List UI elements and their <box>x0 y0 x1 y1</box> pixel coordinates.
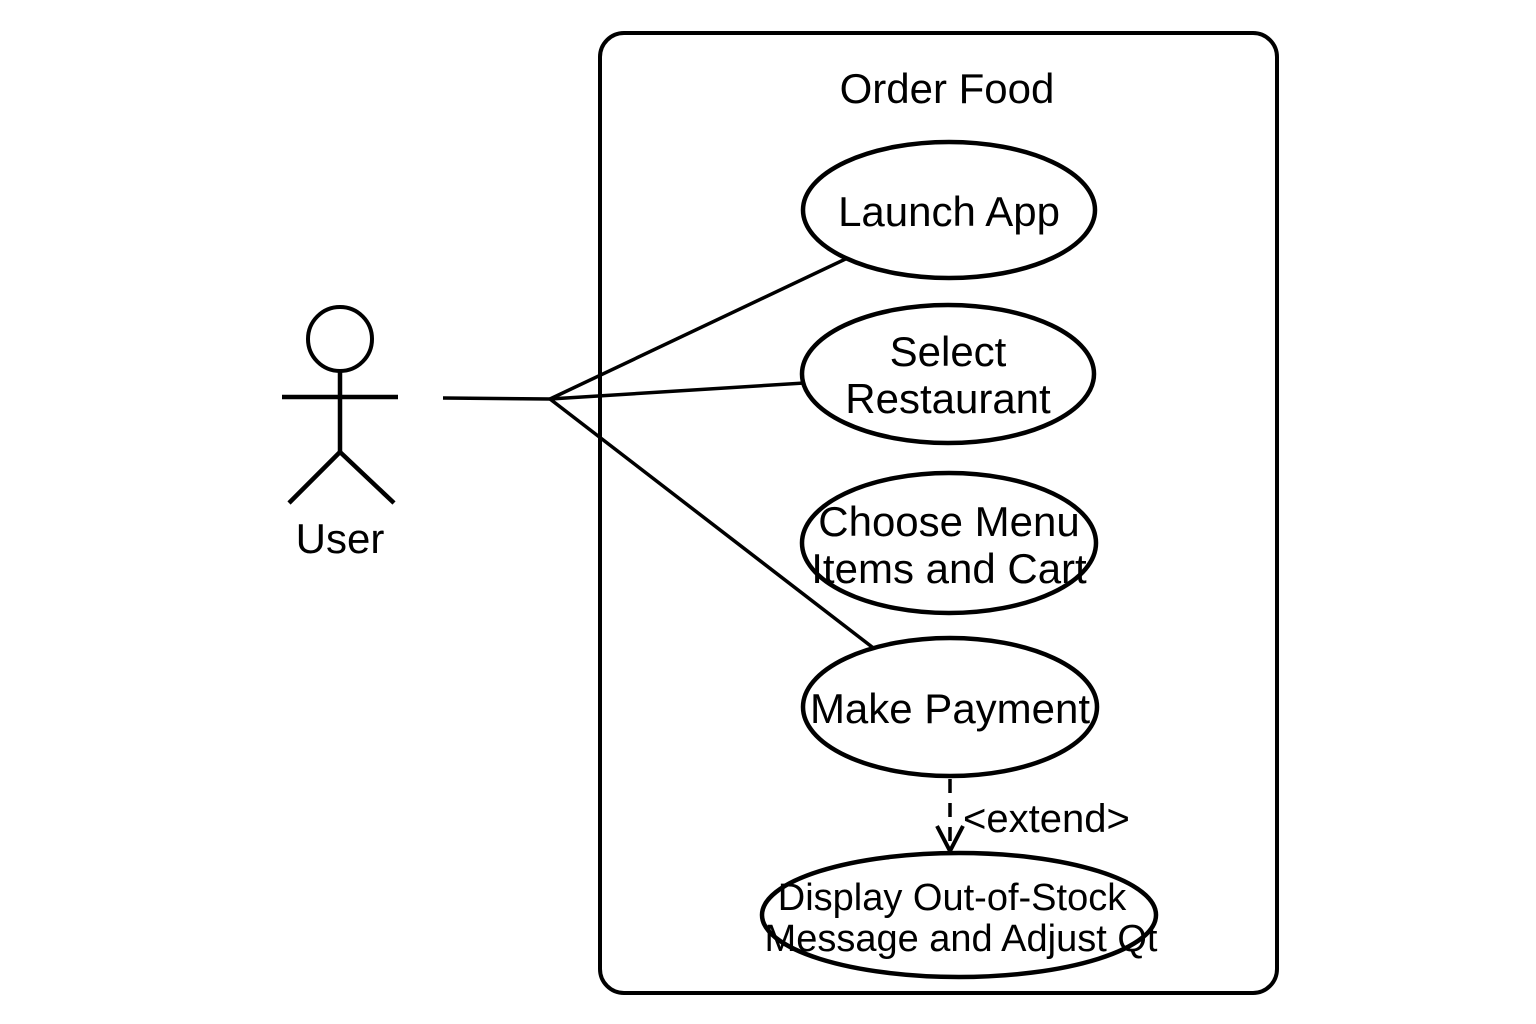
usecase-select-restaurant-label-line2: Restaurant <box>845 375 1051 422</box>
usecase-select-restaurant-label-line1: Select <box>890 328 1007 375</box>
usecase-display-out-of-stock-label-line2: Message and Adjust Qt <box>765 918 1158 960</box>
usecase-display-out-of-stock-ellipse <box>759 850 1159 980</box>
actor-leg-left <box>287 450 342 505</box>
usecase-launch-app-ellipse <box>800 139 1098 281</box>
usecase-display-out-of-stock-label-line1: Display Out-of-Stock <box>778 877 1127 919</box>
actor-head <box>306 305 374 373</box>
extend-label: <extend> <box>963 797 1130 841</box>
usecase-choose-menu-ellipse <box>799 470 1099 616</box>
usecase-select-restaurant-ellipse <box>799 302 1097 446</box>
usecase-make-payment-label: Make Payment <box>810 685 1090 732</box>
usecase-choose-menu-label-line2: Items and Cart <box>811 545 1087 592</box>
actor-leg-right <box>338 450 396 505</box>
system-title: Order Food <box>840 65 1055 112</box>
actor-label: User <box>296 515 385 562</box>
user-actor-icon <box>282 305 398 505</box>
usecase-make-payment-ellipse <box>800 635 1100 779</box>
association-stub-user <box>442 396 551 401</box>
usecase-launch-app-label: Launch App <box>838 188 1060 235</box>
usecase-choose-menu-label-line1: Choose Menu <box>818 498 1080 545</box>
